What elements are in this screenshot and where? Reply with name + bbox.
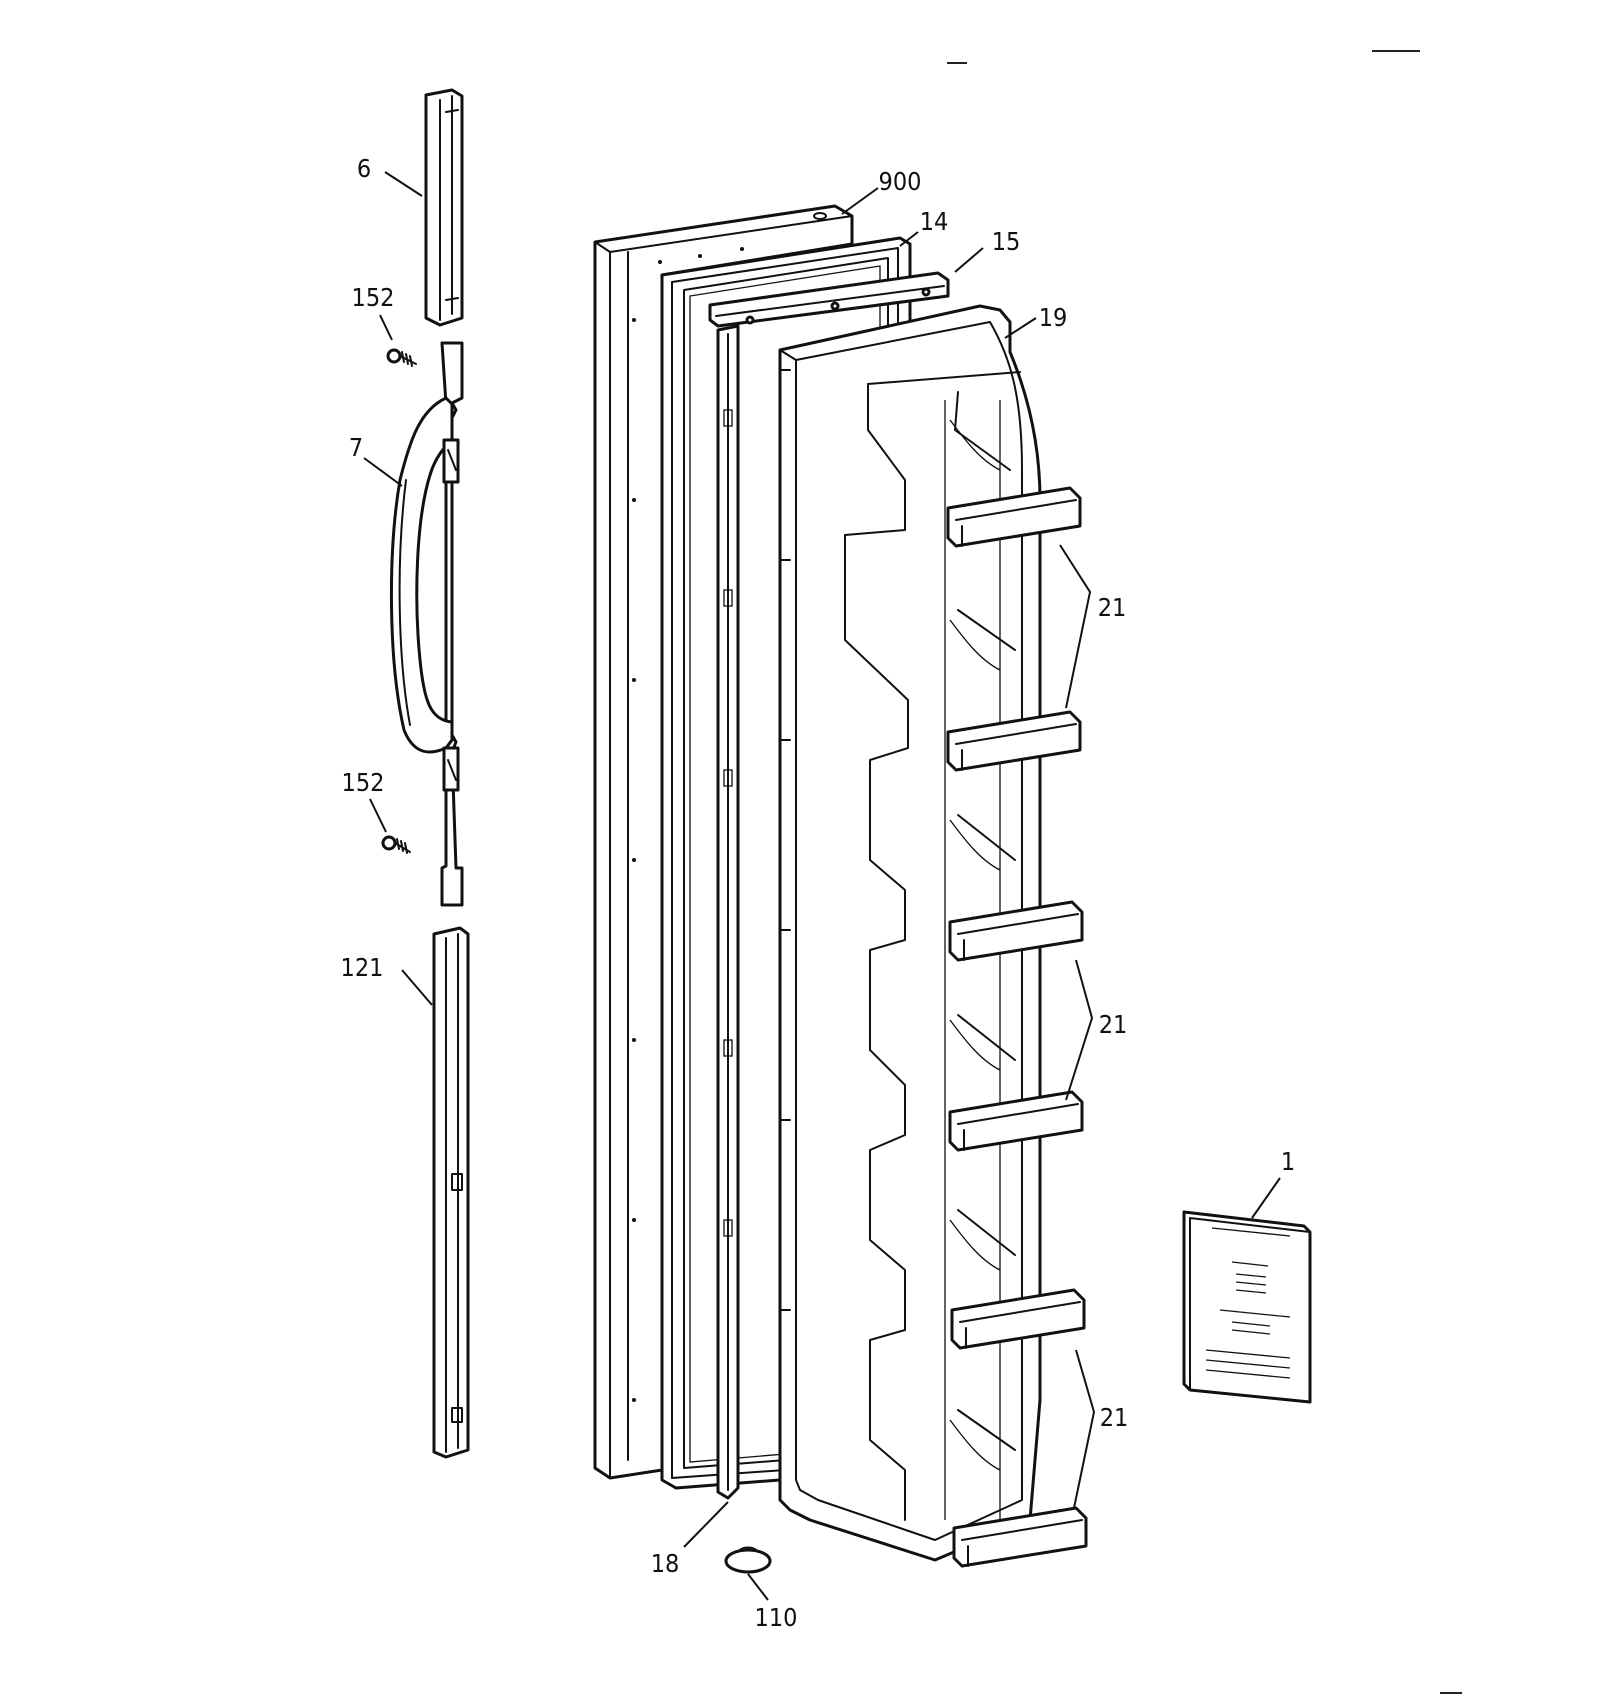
leader-line [899, 231, 919, 247]
leader-line [954, 247, 984, 273]
callout-1: 1 [1281, 1147, 1295, 1176]
callout-21-middle: 21 [1099, 1010, 1128, 1039]
leader-line [1065, 959, 1094, 1101]
leader-line [379, 314, 393, 341]
door-bin-part[interactable] [950, 1288, 1086, 1350]
door-bin-part[interactable] [946, 486, 1082, 548]
callout-14: 14 [920, 207, 949, 236]
door-bin-part[interactable] [952, 1506, 1088, 1568]
leader-line [1059, 544, 1092, 709]
screw-upper-part[interactable] [386, 348, 417, 367]
callout-152-lower: 152 [342, 768, 385, 797]
handle-bottom-trim-part[interactable] [432, 926, 470, 1459]
callout-6: 6 [357, 154, 371, 183]
door-bin-part[interactable] [948, 900, 1084, 962]
callout-900: 900 [879, 167, 922, 196]
callout-18: 18 [651, 1549, 680, 1578]
cap-part[interactable] [724, 1546, 772, 1574]
door-handle-part[interactable] [389, 341, 464, 907]
leader-line [1004, 317, 1037, 339]
callout-21-upper: 21 [1098, 593, 1127, 622]
leader-line [1251, 1177, 1281, 1219]
leader-line [841, 187, 879, 215]
manual-booklet-part[interactable] [1182, 1210, 1312, 1404]
leader-line [363, 457, 403, 487]
callout-21-lower: 21 [1100, 1403, 1129, 1432]
callout-121: 121 [341, 953, 384, 982]
leader-line [401, 969, 433, 1006]
callout-152-upper: 152 [352, 283, 395, 312]
handle-top-trim-part[interactable] [424, 88, 464, 327]
callout-110: 110 [755, 1603, 798, 1632]
leader-line [1073, 1349, 1096, 1509]
leader-line [369, 798, 387, 833]
leader-line [384, 171, 423, 197]
callout-15: 15 [992, 227, 1021, 256]
side-dike-strip-part[interactable] [716, 324, 740, 1500]
callout-7: 7 [349, 433, 363, 462]
leader-line [747, 1573, 769, 1601]
callout-19: 19 [1039, 303, 1068, 332]
door-bin-part[interactable] [946, 710, 1082, 772]
leader-line [683, 1501, 729, 1548]
top-dike-strip-part[interactable] [708, 271, 950, 328]
screw-lower-part[interactable] [381, 835, 411, 854]
door-bin-part[interactable] [948, 1090, 1084, 1152]
